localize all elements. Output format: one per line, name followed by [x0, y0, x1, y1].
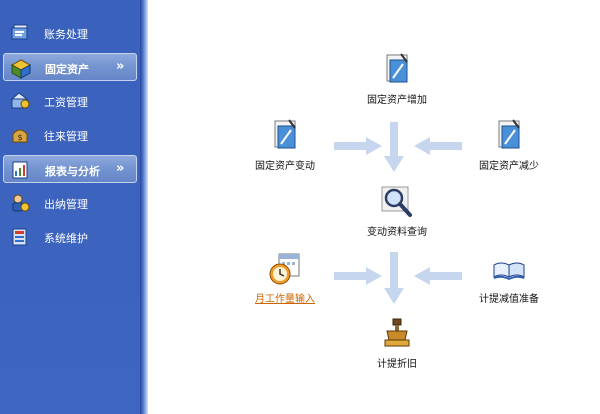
- sidebar-item-label: 账务处理: [44, 28, 88, 41]
- sidebar-item-salary[interactable]: 工资管理: [3, 87, 137, 115]
- sidebar-item-cashier[interactable]: 出纳管理: [3, 189, 137, 217]
- sidebar-item-reports[interactable]: 报表与分析 »: [3, 155, 137, 183]
- arrow-left-icon: [414, 137, 462, 155]
- salary-icon: [10, 92, 30, 109]
- system-icon: [12, 228, 27, 246]
- fixed-assets-icon: [10, 59, 32, 79]
- arrow-right-icon: [334, 267, 382, 285]
- magnifier-icon: [381, 186, 412, 217]
- sidebar-item-label: 往来管理: [44, 130, 88, 143]
- node-label: 固定资产增加: [367, 95, 427, 106]
- document-icon: [386, 53, 408, 83]
- node-label: 变动资料查询: [367, 227, 427, 238]
- expand-chevron-icon[interactable]: »: [116, 161, 125, 176]
- node-label: 固定资产减少: [479, 161, 539, 172]
- arrow-left-icon: [414, 267, 462, 285]
- sidebar-item-system[interactable]: 系统维护: [3, 223, 137, 251]
- workload-input-link[interactable]: 月工作量输入: [255, 294, 315, 305]
- open-book-icon: [493, 262, 525, 280]
- query-node[interactable]: 变动资料查询: [337, 184, 457, 238]
- arrow-right-icon: [334, 137, 382, 155]
- sidebar-item-label: 固定资产: [45, 63, 89, 76]
- sidebar-item-label: 系统维护: [44, 232, 88, 245]
- stamp-icon: [384, 318, 410, 347]
- calendar-clock-icon: [269, 253, 300, 285]
- expand-chevron-icon[interactable]: »: [116, 59, 125, 74]
- ledger-icon: [11, 24, 28, 40]
- flow-diagram: 固定资产增加 固定资产变动 固定资产减少 变动资料查询: [148, 0, 600, 414]
- arrow-down-icon: [384, 252, 404, 304]
- asset-change-node[interactable]: 固定资产变动: [225, 118, 345, 172]
- node-label: 计提减值准备: [479, 294, 539, 305]
- cashier-icon: [12, 194, 30, 212]
- sidebar-item-ledger[interactable]: 账务处理: [3, 19, 137, 47]
- node-label: 固定资产变动: [255, 161, 315, 172]
- workload-input-node[interactable]: 月工作量输入: [225, 251, 345, 305]
- impairment-node[interactable]: 计提减值准备: [449, 251, 569, 305]
- document-icon: [274, 119, 296, 149]
- sidebar-divider: [140, 0, 148, 414]
- asset-increase-node[interactable]: 固定资产增加: [337, 52, 457, 106]
- sidebar-item-label: 出纳管理: [44, 198, 88, 211]
- node-label: 计提折旧: [377, 359, 417, 370]
- sidebar-item-fixed-assets[interactable]: 固定资产 »: [3, 53, 137, 81]
- asset-decrease-node[interactable]: 固定资产减少: [449, 118, 569, 172]
- sidebar: 账务处理 固定资产 » 工资管理 $ 往来管理 报表与分析: [0, 0, 140, 414]
- accounts-icon: $: [12, 129, 28, 143]
- sidebar-item-label: 报表与分析: [45, 165, 100, 178]
- arrow-down-icon: [384, 122, 404, 172]
- document-icon: [498, 119, 520, 149]
- depreciation-node[interactable]: 计提折旧: [337, 316, 457, 370]
- svg-text:$: $: [17, 133, 22, 142]
- report-icon: [12, 161, 28, 179]
- sidebar-item-label: 工资管理: [44, 96, 88, 109]
- sidebar-item-accounts[interactable]: $ 往来管理: [3, 121, 137, 149]
